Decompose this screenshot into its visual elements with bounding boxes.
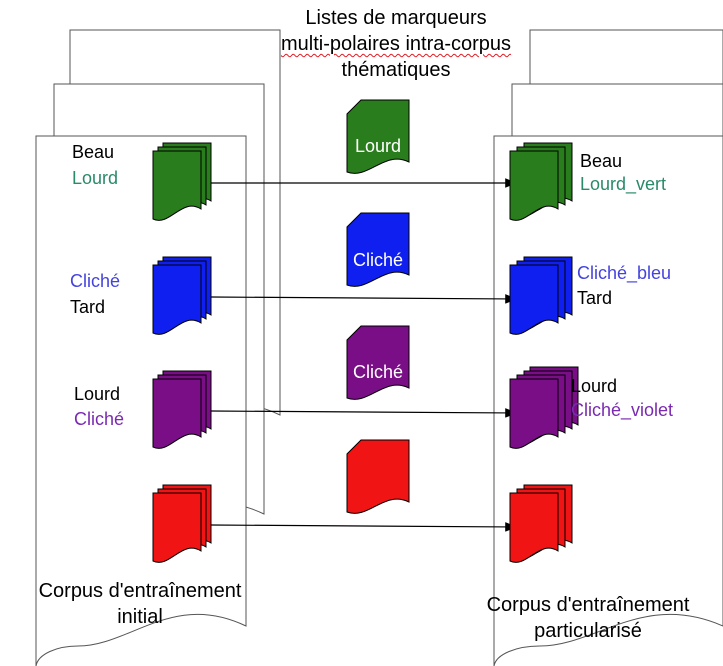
title-line-3: thématiques [341,59,451,81]
right-label-row3-2: Cliché_violet [571,400,674,420]
right-stack-row4-layer3 [509,492,559,563]
left-label-row1-1: Beau [72,142,115,162]
arrow-row2 [210,294,518,304]
marker-doc-row2 [346,212,410,287]
left-caption: Corpus d'entraînement initial [39,578,242,630]
arrows [210,178,518,532]
left-label-row1-2: Lourd [72,168,119,188]
left-stack-row1-layer3 [152,150,202,221]
right-caption-line-1: Corpus d'entraînement [486,594,690,616]
marker-lists [346,99,410,514]
right-stack-row2-layer3 [509,264,559,335]
right-label-row2-2: Tard [577,288,613,308]
right-caption-line-2: particularisé [534,620,642,642]
left-label-row3-2: Cliché [74,409,125,429]
marker-label-row3: Cliché [352,362,404,382]
right-corpus-pages [493,29,723,666]
arrow-row4 [210,522,518,532]
marker-doc-row1 [346,99,410,174]
right-caption: Corpus d'entraînement particularisé [487,592,690,644]
title-line-2: multi-polaires intra-corpus [280,33,512,55]
right-label-row2-1: Cliché_bleu [577,263,672,283]
left-stack-row3-layer3 [152,378,202,449]
title: Listes de marqueurs multi-polaires intra… [281,5,511,83]
right-label-row1-1: Beau [580,151,623,171]
right-label-row1-2: Lourd_vert [580,174,667,194]
marker-label-row2: Cliché [352,250,404,270]
left-label-row2-1: Cliché [70,271,121,291]
left-caption-line-1: Corpus d'entraînement [38,580,242,602]
marker-doc-row3 [346,325,410,400]
left-caption-line-2: initial [117,606,163,628]
marker-doc-row4 [346,439,410,514]
left-stack-row4-layer3 [152,492,202,563]
right-label-row3-1: Lourd [571,376,618,396]
marker-label-row1: Lourd [354,136,402,156]
left-label-row3-1: Lourd [74,384,121,404]
right-stack-row3-layer4 [509,378,559,449]
title-line-1: Listes de marqueurs [305,7,487,29]
arrow-row3 [210,408,518,418]
left-corpus-pages [35,29,281,666]
left-label-row2-2: Tard [70,297,106,317]
document-stacks [152,142,579,563]
left-stack-row2-layer3 [152,264,202,335]
right-stack-row1-layer3 [509,150,559,221]
